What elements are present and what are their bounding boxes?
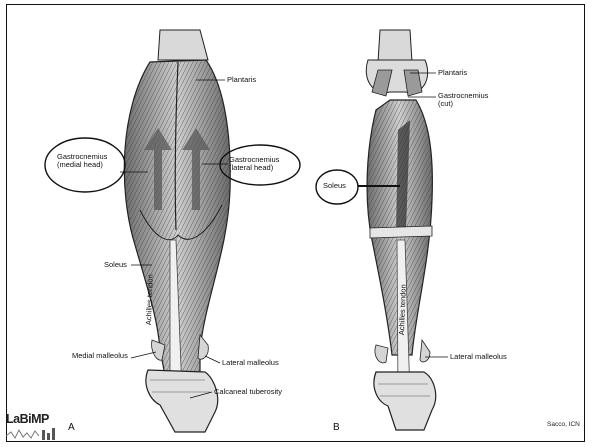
figure-a-leg	[124, 30, 230, 432]
labimp-logo-text: LaBiMP	[6, 412, 49, 426]
label-gastrocnemius-cut: Gastrocnemius (cut)	[438, 92, 488, 109]
panel-label-a: A	[68, 422, 75, 433]
label-calcaneal-tuberosity: Calcaneal tuberosity	[214, 388, 282, 396]
label-plantaris-a: Plantaris	[227, 76, 256, 84]
image-credit: Sacco, ICN	[547, 421, 580, 428]
label-medial-malleolus: Medial malleolus	[72, 352, 128, 360]
labimp-logo: LaBiMP	[6, 410, 58, 442]
label-achilles-a: Achilles tendon	[145, 274, 155, 325]
label-soleus-b: Soleus	[323, 182, 346, 190]
label-gastrocnemius-medial: Gastrocnemius (medial head)	[57, 153, 107, 170]
label-lateral-malleolus-a: Lateral malleolus	[222, 359, 279, 367]
label-lateral-malleolus-b: Lateral malleolus	[450, 353, 507, 361]
waveform-icon	[6, 426, 56, 442]
figure-b-leg	[366, 30, 435, 430]
label-gastrocnemius-lateral: Gastrocnemius (lateral head)	[229, 156, 279, 173]
label-soleus-a: Soleus	[104, 261, 127, 269]
panel-label-b: B	[333, 422, 340, 433]
label-plantaris-b: Plantaris	[438, 69, 467, 77]
label-achilles-b: Achilles tendon	[398, 284, 408, 335]
